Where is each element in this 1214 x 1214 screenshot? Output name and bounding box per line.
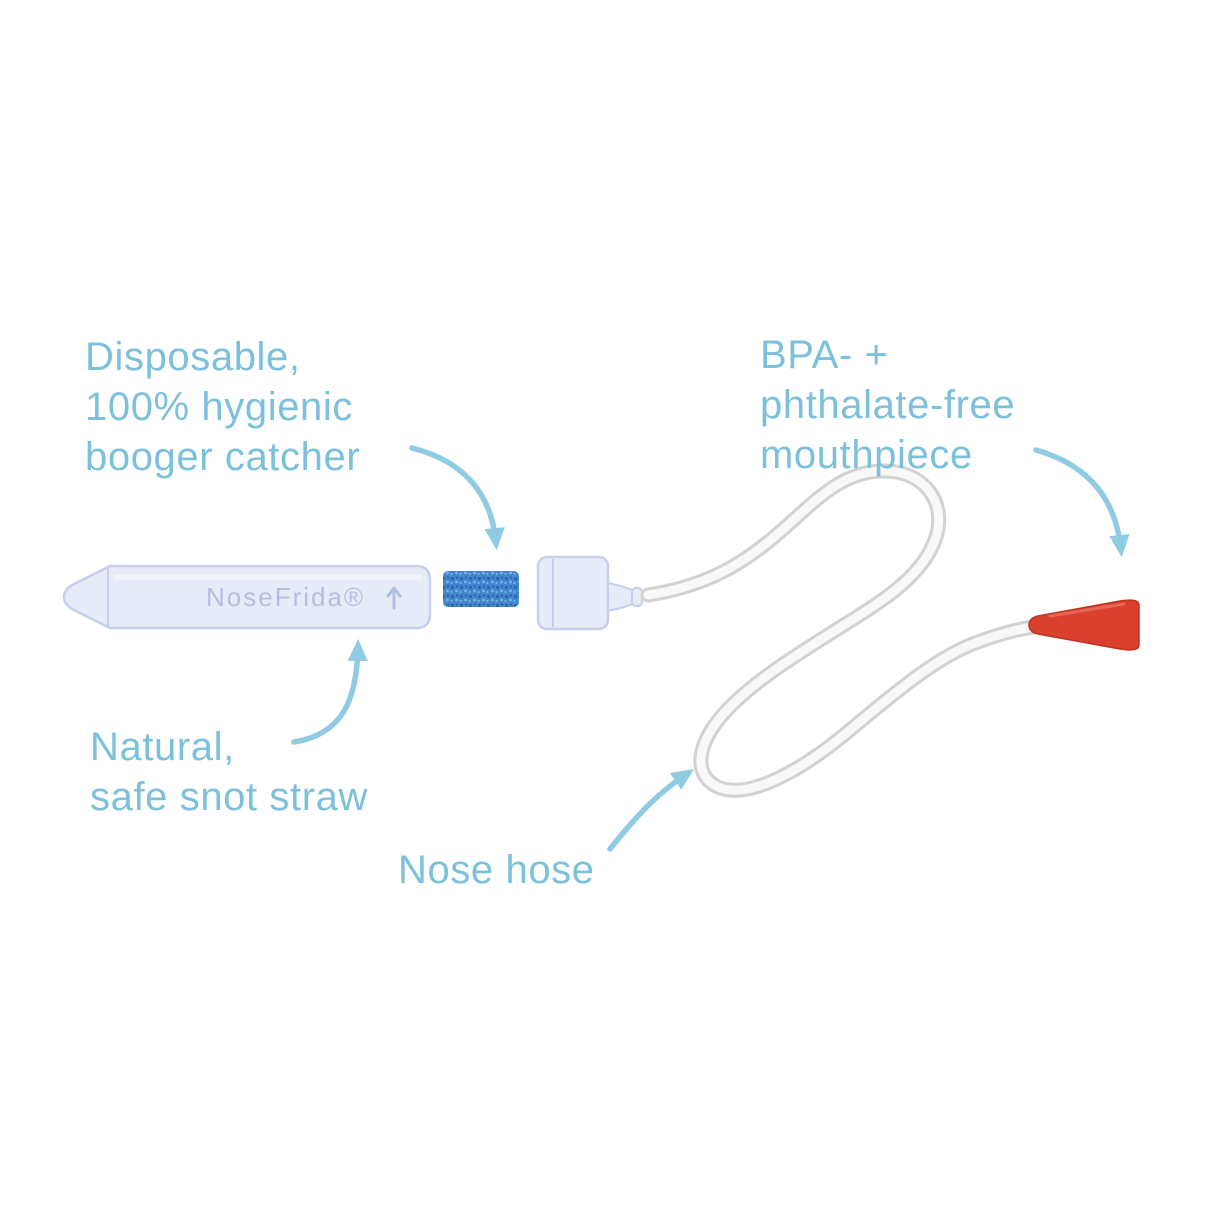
label-line: booger catcher	[85, 435, 361, 479]
annotation-arrows	[291, 445, 1130, 852]
mouthpiece-body	[1028, 599, 1140, 651]
foam-filter	[443, 571, 519, 607]
cap-body	[536, 555, 610, 631]
label-line: Natural,	[90, 725, 235, 769]
arrow-to-foam-filter	[409, 445, 505, 551]
cap-connector	[536, 555, 643, 631]
snot-straw-body	[62, 564, 432, 630]
label-line: Disposable,	[85, 335, 301, 379]
brand-arrow-logo-icon	[386, 586, 402, 610]
label-booger-catcher: Disposable, 100% hygienic booger catcher	[85, 332, 360, 482]
cap-nozzle-tip	[631, 587, 643, 607]
arrow-to-nose-hose	[607, 768, 694, 852]
label-line: mouthpiece	[760, 433, 973, 477]
nose-hose-inner	[643, 466, 1039, 795]
mouthpiece-highlight	[1048, 602, 1126, 618]
cap-nozzle	[607, 581, 634, 613]
snot-straw-brand-text: NoseFrida®	[206, 582, 365, 612]
nose-hose	[640, 463, 1042, 798]
label-line: Nose hose	[398, 848, 595, 892]
label-snot-straw: Natural, safe snot straw	[90, 722, 368, 822]
foam-filter-body	[443, 571, 519, 607]
label-line: safe snot straw	[90, 775, 369, 819]
label-mouthpiece: BPA- + phthalate-free mouthpiece	[760, 330, 1015, 480]
label-line: 100% hygienic	[85, 385, 353, 429]
arrow-to-mouthpiece	[1033, 447, 1130, 558]
arrow-to-snot-straw	[291, 638, 368, 745]
snot-straw: NoseFrida®	[62, 564, 432, 630]
label-nose-hose: Nose hose	[398, 845, 595, 895]
label-line: BPA- +	[760, 333, 889, 377]
mouthpiece	[1028, 599, 1140, 651]
label-line: phthalate-free	[760, 383, 1016, 427]
